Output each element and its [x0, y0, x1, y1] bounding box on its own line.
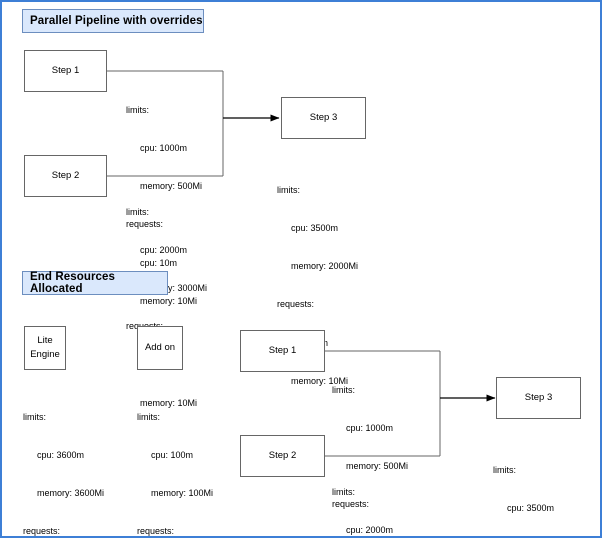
limits-label: limits:: [126, 206, 149, 217]
banner-parallel-pipeline-label: Parallel Pipeline with overrides: [30, 15, 203, 27]
limits-cpu: cpu: 1000m: [140, 142, 188, 153]
node-bottom-step3-label: Step 3: [524, 391, 553, 403]
limits-cpu: cpu: 1000m: [346, 422, 394, 433]
node-bottom-step2[interactable]: Step 2: [240, 435, 325, 477]
node-addon-label: Add on: [144, 341, 176, 353]
limits-cpu: cpu: 100m: [151, 449, 194, 460]
limits-cpu: cpu: 2000m: [140, 244, 188, 255]
limits-label: limits:: [277, 184, 300, 195]
limits-memory: memory: 500Mi: [346, 461, 409, 472]
requests-cpu: cpu: 10m: [140, 257, 178, 268]
limits-memory: memory: 100Mi: [151, 488, 214, 499]
requests-label: requests:: [332, 499, 370, 510]
limits-memory: memory: 3600Mi: [37, 488, 105, 499]
node-bottom-step2-label: Step 2: [268, 449, 297, 461]
requests-label: requests:: [23, 526, 61, 537]
limits-cpu: cpu: 3500m: [507, 502, 555, 513]
requests-memory: memory: 10Mi: [140, 398, 198, 409]
limits-label: limits:: [137, 411, 160, 422]
node-top-step2[interactable]: Step 2: [24, 155, 107, 197]
limits-cpu: cpu: 2000m: [346, 524, 394, 535]
node-lite-engine-label-line2: Engine: [30, 349, 60, 360]
resources-bottom-step3: limits: cpu: 3500m memory: 2000Mi reques…: [493, 438, 574, 536]
banner-end-resources-allocated-label: End Resources Allocated: [30, 271, 116, 295]
limits-memory: memory: 2000Mi: [291, 261, 359, 272]
node-top-step2-label: Step 2: [51, 169, 80, 181]
resources-bottom-step2: limits: cpu: 2000m memory: 3000Mi reques…: [332, 460, 413, 536]
node-top-step1[interactable]: Step 1: [24, 50, 107, 92]
limits-cpu: cpu: 3600m: [37, 449, 85, 460]
node-lite-engine-label-line1: Lite: [37, 334, 53, 346]
limits-label: limits:: [332, 486, 355, 497]
limits-label: limits:: [126, 104, 149, 115]
limits-label: limits:: [332, 384, 355, 395]
limits-label: limits:: [493, 464, 516, 475]
banner-end-resources-allocated: End Resources Allocated: [22, 271, 168, 295]
resources-lite-engine: limits: cpu: 3600m memory: 3600Mi reques…: [23, 385, 105, 537]
node-lite-engine[interactable]: Lite Engine: [24, 326, 66, 370]
node-bottom-step1[interactable]: Step 1: [240, 330, 325, 372]
requests-label: requests:: [126, 219, 164, 230]
resources-addon: limits: cpu: 100m memory: 100Mi requests…: [137, 385, 214, 537]
requests-memory: memory: 10Mi: [291, 376, 349, 387]
requests-label: requests:: [277, 299, 315, 310]
requests-memory: memory: 10Mi: [140, 296, 198, 307]
node-bottom-step1-label: Step 1: [268, 344, 297, 356]
node-bottom-step3[interactable]: Step 3: [496, 377, 581, 419]
requests-label: requests:: [137, 526, 175, 537]
resources-top-step1: limits: cpu: 1000m memory: 500Mi request…: [126, 78, 202, 333]
node-addon[interactable]: Add on: [137, 326, 183, 370]
limits-cpu: cpu: 3500m: [291, 222, 339, 233]
node-top-step1-label: Step 1: [51, 64, 80, 76]
node-top-step3-label: Step 3: [309, 111, 338, 123]
resources-bottom-step1: limits: cpu: 1000m memory: 500Mi request…: [332, 358, 409, 536]
banner-parallel-pipeline: Parallel Pipeline with overrides: [22, 9, 204, 33]
limits-memory: memory: 500Mi: [140, 181, 203, 192]
limits-label: limits:: [23, 411, 46, 422]
node-top-step3[interactable]: Step 3: [281, 97, 366, 139]
